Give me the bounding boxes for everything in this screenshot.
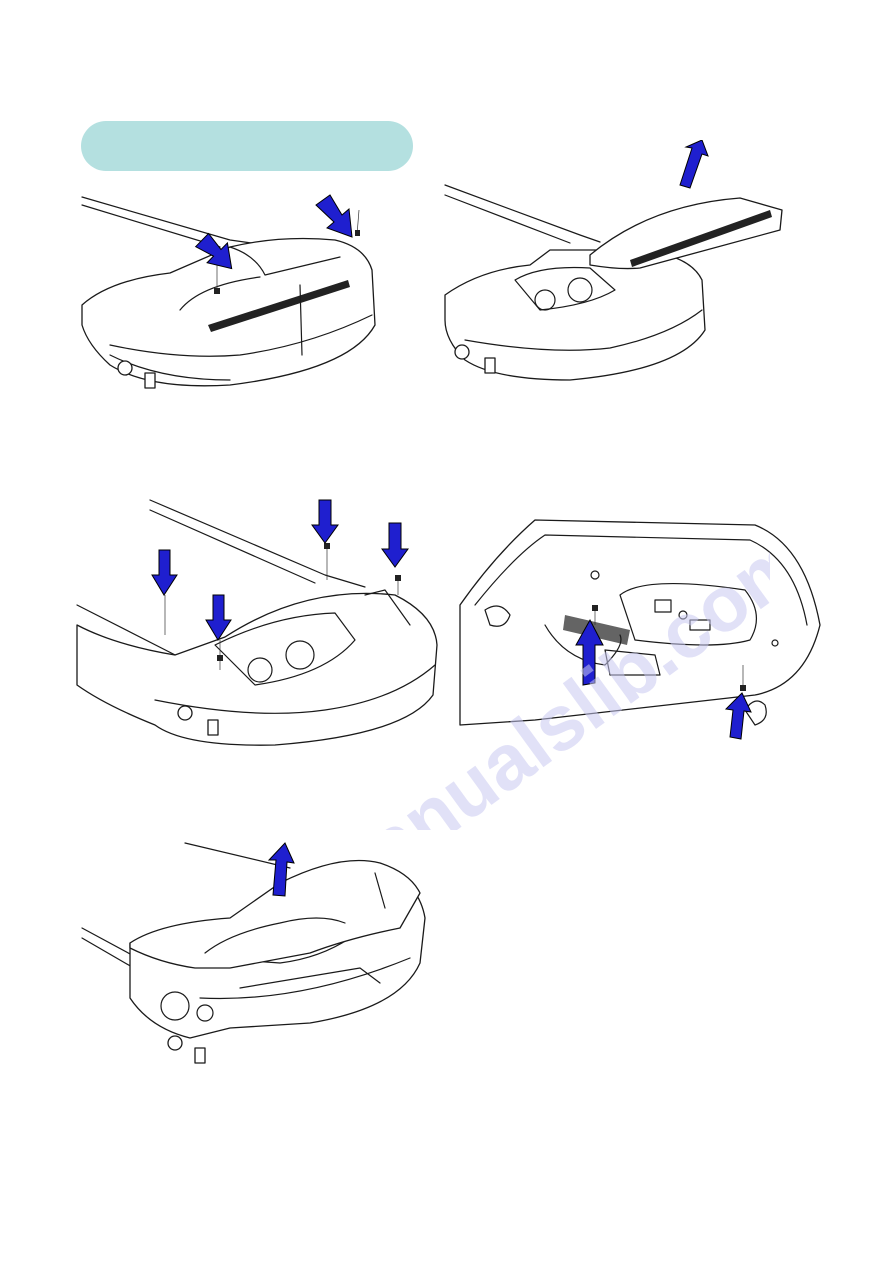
underside-screw-illustration [455, 515, 825, 740]
figure-step-4 [455, 515, 825, 740]
section-header-pill [81, 121, 413, 171]
figure-step-1 [80, 185, 415, 400]
arrow-down-icon-2 [206, 595, 231, 640]
arrow-up-icon-2 [726, 693, 751, 739]
figure-step-2 [440, 140, 785, 390]
figure-step-5 [80, 838, 430, 1068]
inner-cover-screw-illustration [75, 495, 440, 750]
arrow-up-right-icon [680, 140, 708, 188]
arrow-down-icon-4 [382, 523, 408, 567]
hood-lift-off-illustration [440, 140, 785, 390]
arrow-down-icon-1 [152, 550, 177, 595]
arrow-down-right-icon [316, 195, 352, 237]
figure-step-3 [75, 495, 440, 750]
hood-screw-removal-illustration [80, 185, 415, 400]
cover-lift-off-illustration [80, 838, 430, 1068]
arrow-down-icon-3 [312, 500, 338, 543]
